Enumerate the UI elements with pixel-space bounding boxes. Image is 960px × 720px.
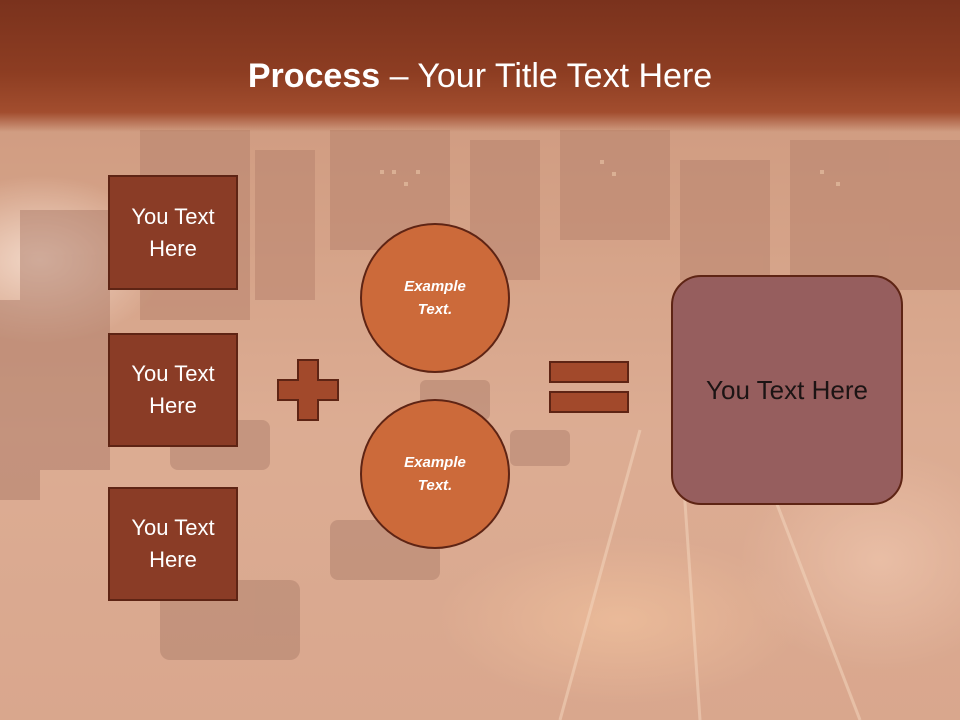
title-bold: Process (247, 57, 381, 95)
example-circle-2[interactable]: Example Text. (360, 399, 510, 549)
title-rest: – Your Title Text Here (380, 57, 713, 95)
equals-icon (549, 361, 629, 413)
left-text-box-2[interactable]: You Text Here (108, 333, 238, 447)
left-text-box-label: You Text Here (131, 515, 215, 572)
title-bar (0, 0, 960, 132)
page-title: Process – Your Title Text Here (0, 54, 960, 98)
left-text-box-1[interactable]: You Text Here (108, 175, 238, 290)
left-text-box-label: You Text Here (131, 361, 215, 418)
plus-icon (277, 359, 339, 421)
example-circle-label: Example Text. (404, 454, 466, 494)
left-text-box-label: You Text Here (131, 203, 215, 261)
example-circle-label: Example Text. (404, 278, 466, 318)
result-text-label: You Text Here (706, 374, 868, 405)
result-text-box[interactable]: You Text Here (671, 275, 903, 505)
city-skyline-background (0, 130, 960, 720)
left-text-box-3[interactable]: You Text Here (108, 487, 238, 601)
example-circle-1[interactable]: Example Text. (360, 223, 510, 373)
